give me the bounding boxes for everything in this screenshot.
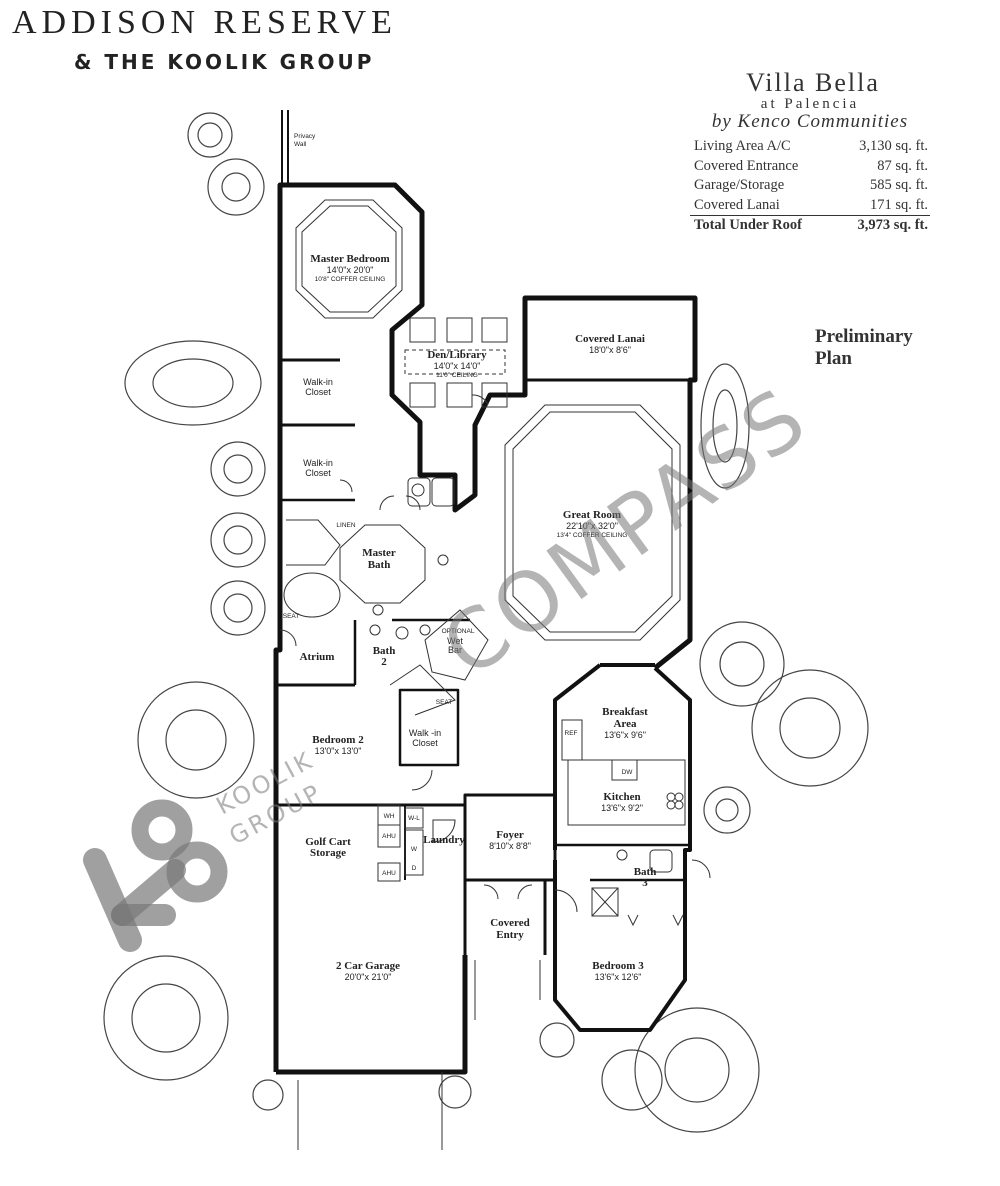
model-builder: by Kenco Communities: [711, 111, 909, 132]
den-ceiling: 11'0" CEILING: [436, 372, 478, 379]
shrub-icon: [252, 1079, 284, 1111]
dryer-label: D: [412, 865, 417, 872]
compass-watermark: COMPASS: [426, 370, 826, 697]
master-bedroom-ceiling: 10'8" COFFER CEILING: [315, 276, 386, 283]
breakfast-area-label: Area: [613, 718, 637, 730]
kitchen-label: Kitchen: [603, 791, 640, 803]
wl-label: W-L: [408, 815, 420, 822]
seat-label: SEAT: [436, 699, 453, 706]
master-bath-label: Bath: [368, 559, 391, 571]
wet-bar-label: Wet: [447, 636, 463, 646]
washer-label: W: [411, 846, 418, 853]
foyer-label: Foyer: [496, 829, 524, 841]
den-label: Den/Library: [427, 349, 487, 361]
master-bath-label: Master: [362, 547, 396, 559]
walk-in-closet-label: Walk-in: [303, 377, 333, 387]
ahu-label: AHU: [382, 870, 396, 877]
shrub-icon: [124, 340, 262, 426]
tree-icon: [103, 955, 229, 1081]
privacy-wall-label: Wall: [294, 141, 307, 148]
model-location: at Palencia: [760, 96, 860, 112]
shrub-icon: [187, 112, 265, 216]
bath-3-label: Bath: [634, 866, 657, 878]
walk-in-closet-label: Closet: [305, 468, 331, 478]
golf-cart-storage-label: Storage: [310, 847, 346, 859]
lanai-label: Covered Lanai: [575, 333, 645, 345]
model-info: Villa Bella at Palencia by Kenco Communi…: [690, 68, 930, 236]
bath-2-label: 2: [381, 656, 387, 668]
master-bedroom-label: Master Bedroom: [310, 253, 389, 265]
tree-icon: [699, 621, 869, 787]
walk-in-closet-label: Closet: [412, 738, 438, 748]
refrigerator-label: REF: [565, 730, 578, 737]
garage-dims: 20'0"x 21'0": [345, 972, 392, 982]
brand-subtitle: & THE KOOLIK GROUP: [74, 50, 375, 74]
bath-2-label: Bath: [373, 645, 396, 657]
tree-icon: [601, 1007, 760, 1133]
fixtures: [279, 199, 711, 1150]
shrub-icon: [539, 1022, 575, 1058]
lanai-dims: 18'0"x 8'6": [589, 345, 631, 355]
plan-status: Preliminary Plan: [815, 326, 913, 369]
shrub-icon: [210, 441, 266, 497]
great-room-ceiling: 13'4" COFFER CEILING: [557, 532, 628, 539]
compass-watermark-text: COMPASS: [426, 370, 826, 697]
garage-label: 2 Car Garage: [336, 960, 400, 972]
bedroom-3-label: Bedroom 3: [592, 960, 644, 972]
ahu-label: AHU: [382, 833, 396, 840]
shrub-icon: [438, 1075, 472, 1109]
bedroom-2-dims: 13'0"x 13'0": [315, 746, 362, 756]
golf-cart-storage-label: Golf Cart: [305, 836, 351, 848]
dishwasher-label: DW: [622, 769, 634, 776]
shrub-icon: [210, 580, 266, 636]
master-bedroom-dims: 14'0"x 20'0": [327, 265, 374, 275]
breakfast-area-label: Breakfast: [602, 706, 648, 718]
room-labels: Privacy Wall Master Bedroom 14'0"x 20'0"…: [283, 133, 657, 982]
laundry-label: Laundry: [423, 834, 465, 846]
privacy-wall-label: Privacy: [294, 133, 316, 140]
linen-label: LINEN: [336, 522, 355, 529]
model-name: Villa Bella: [746, 68, 880, 97]
covered-entry-label: Covered: [490, 917, 530, 929]
kitchen-dims: 13'6"x 9'2": [601, 803, 643, 813]
foyer-dims: 8'10"x 8'8": [489, 841, 531, 851]
koolik-logo: [83, 799, 228, 952]
walk-in-closet-label: Walk-in: [303, 458, 333, 468]
wet-bar-label: Bar: [448, 645, 462, 655]
shrub-icon: [210, 512, 266, 568]
seat-label: SEAT: [283, 613, 300, 620]
breakfast-area-dims: 13'6"x 9'6": [604, 730, 646, 740]
walk-in-closet-label: Walk -in: [409, 728, 441, 738]
den-dims: 14'0"x 14'0": [434, 361, 481, 371]
atrium-label: Atrium: [300, 651, 335, 663]
great-room-dims: 22'10"x 32'0": [566, 521, 618, 531]
bedroom-3-dims: 13'6"x 12'6": [595, 972, 642, 982]
covered-entry-label: Entry: [496, 929, 524, 941]
great-room-label: Great Room: [563, 509, 621, 521]
water-heater-label: WH: [384, 813, 395, 820]
bath-3-label: 3: [642, 877, 648, 889]
bedroom-2-label: Bedroom 2: [312, 734, 364, 746]
tree-icon: [700, 363, 750, 489]
shrub-icon: [703, 786, 751, 834]
landscaping: [103, 112, 869, 1133]
tree-icon: [137, 681, 255, 799]
brand-title: ADDISON RESERVE: [12, 4, 397, 41]
wet-bar-optional-label: OPTIONAL: [442, 628, 475, 635]
walk-in-closet-label: Closet: [305, 387, 331, 397]
